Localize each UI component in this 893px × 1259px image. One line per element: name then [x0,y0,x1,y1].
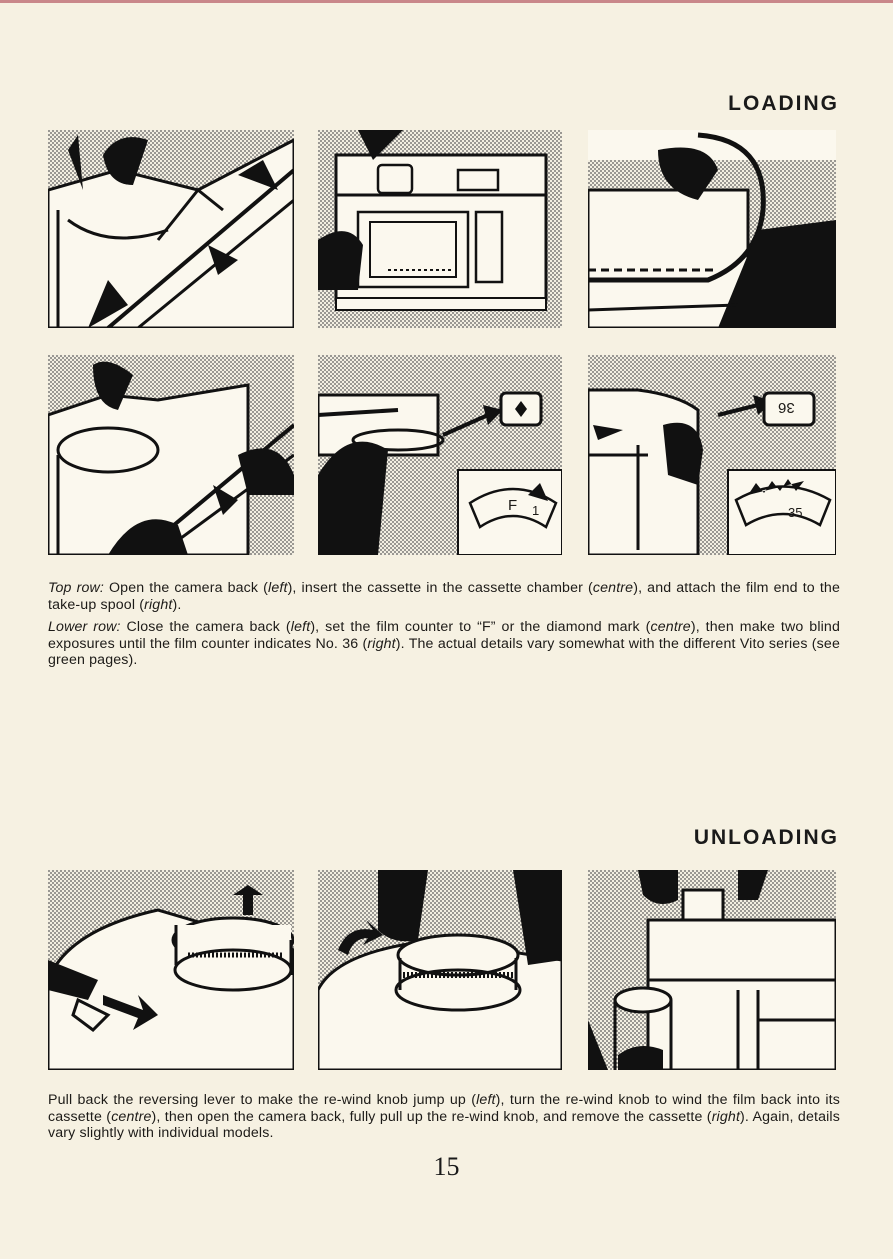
caption-left: left [290,619,311,635]
page-top-edge [0,0,893,3]
illustration-attach-film-spool [588,130,836,328]
unloading-heading: UNLOADING [693,826,839,849]
dial-label-1: 1 [532,503,540,518]
caption-left: left [268,580,288,596]
caption-text: ). [172,596,182,613]
illustration-close-camera-back [48,355,294,555]
illustration-remove-cassette [588,870,836,1070]
illustration-turn-rewind-knob [318,870,562,1070]
unloading-caption: Pull back the reversing lever to make th… [48,1092,840,1148]
caption-left: left [476,1092,496,1108]
counter-label-36: 36 [778,399,795,416]
caption-text: ), then make two blind exposures until t… [48,619,840,652]
illustration-set-film-counter: F 1 [318,355,562,555]
caption-text: Close the camera back ( [120,619,291,635]
caption-centre: centre [111,1108,152,1125]
illustration-rewind-knob-jump [48,870,294,1070]
caption-text: ), turn the re-wind knob to wind the fil… [48,1092,840,1125]
illustration-open-camera-back [48,130,294,328]
page-number: 15 [433,1152,460,1181]
caption-text: ), and attach the film end to the take-u… [48,580,840,613]
caption-text: ), set the film counter to “F” or the di… [310,619,651,635]
illustration-insert-cassette [318,130,562,328]
caption-right: right [367,635,396,652]
unloading-caption-text: Pull back the reversing lever to make th… [48,1092,840,1142]
top-row-lead: Top row: [48,580,104,596]
lower-row-caption: Lower row: Close the camera back (left),… [48,619,840,669]
top-row-caption: Top row: Open the camera back (left), in… [48,580,840,613]
loading-heading: LOADING [728,92,839,115]
caption-right: right [711,1108,741,1125]
lower-row-lead: Lower row: [48,619,121,635]
caption-text: ). Again, details vary slightly with ind… [48,1108,840,1142]
dial-label-f: F [508,497,518,514]
illustration-counter-36: 36 35 [588,355,836,555]
caption-text: ), then open the camera back, fully pull… [151,1108,712,1125]
caption-centre: centre [650,619,691,635]
caption-text: ), insert the cassette in the cassette c… [287,580,593,596]
caption-text: ). The actual details vary somewhat with… [48,635,840,669]
loading-caption: Top row: Open the camera back (left), in… [48,580,840,675]
dial-label-35: 35 [788,505,803,520]
caption-text: Open the camera back ( [103,580,269,596]
caption-centre: centre [592,580,634,596]
caption-right: right [144,596,173,613]
caption-text: Pull back the reversing lever to make th… [48,1092,477,1108]
